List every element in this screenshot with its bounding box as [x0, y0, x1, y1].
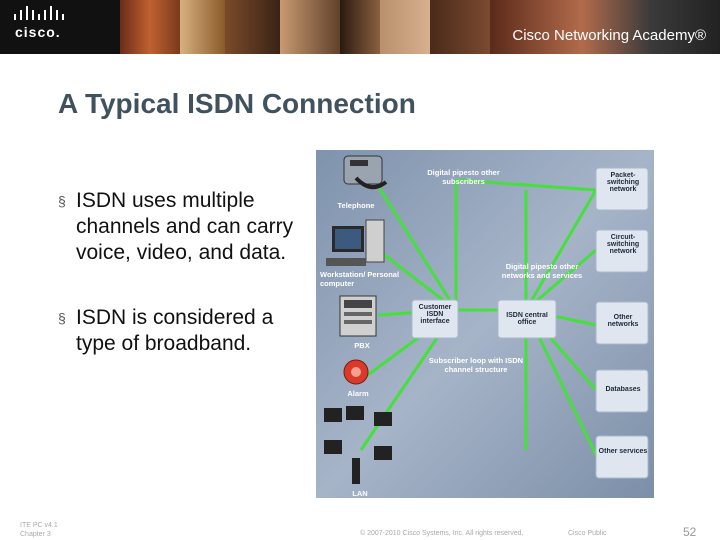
digital-pipes-subscribers-label: Digital pipesto other subscribers — [427, 168, 500, 186]
circuit-switching-label: Circuit-switching network — [606, 234, 640, 255]
bullet-item: § ISDN is considered a type of broadband… — [58, 305, 298, 357]
alarm-icon — [343, 359, 369, 385]
banner-photo — [280, 0, 340, 54]
databases-label: Databases — [605, 386, 641, 393]
workstation-icon — [326, 219, 385, 266]
bullet-text: ISDN uses multiple channels and can carr… — [76, 189, 294, 264]
banner-photo — [180, 0, 225, 54]
pbx-icon — [339, 295, 377, 337]
footer-classification: Cisco Public — [568, 530, 607, 537]
header-banner: cisco. Cisco Networking Academy® — [0, 0, 720, 54]
page-number: 52 — [683, 525, 697, 539]
footer-course-name: ITE PC v4.1 — [20, 522, 58, 529]
workstation-label: Workstation/ Personal computer — [320, 270, 400, 288]
bullet-item: § ISDN uses multiple channels and can ca… — [58, 188, 298, 266]
telephone-icon — [343, 155, 388, 190]
other-networks-box — [595, 301, 649, 345]
banner-photo — [430, 0, 490, 54]
central-office-box — [497, 299, 557, 339]
cisco-logo-text: cisco. — [15, 24, 61, 40]
footer-course: ITE PC v4.1 Chapter 3 — [20, 521, 58, 539]
banner-photo — [380, 0, 430, 54]
banner-photo — [120, 0, 180, 54]
subscriber-loop-label: Subscriber loop with ISDN channel struct… — [428, 356, 524, 374]
packet-switching-label: Packet-switching network — [606, 172, 640, 193]
banner-photo — [225, 0, 280, 54]
lan-label: LAN — [352, 489, 367, 498]
footer-copyright: © 2007-2010 Cisco Systems, Inc. All righ… — [360, 530, 524, 537]
footer-chapter: Chapter 3 — [20, 531, 51, 538]
digital-pipes-networks-label: Digital pipesto other networks and servi… — [501, 262, 583, 280]
telephone-label: Telephone — [338, 201, 375, 210]
other-services-label: Other services — [598, 448, 648, 455]
bullet-marker: § — [58, 310, 66, 326]
databases-box — [595, 369, 649, 413]
circuit-switching-box — [595, 229, 649, 273]
bullet-marker: § — [58, 193, 66, 209]
cisco-logo-icon — [14, 6, 64, 20]
other-networks-label: Other networks — [607, 314, 639, 328]
academy-title: Cisco Networking Academy® — [512, 27, 706, 44]
slide-title: A Typical ISDN Connection — [58, 88, 416, 119]
customer-interface-label: Customer ISDN interface — [418, 304, 452, 325]
isdn-diagram: Telephone Digital pipesto other subscrib… — [316, 150, 654, 498]
central-office-label: ISDN central office — [506, 312, 548, 326]
banner-photo — [340, 0, 380, 54]
alarm-label: Alarm — [347, 389, 369, 398]
banner-photo — [490, 0, 720, 54]
pbx-label: PBX — [354, 341, 369, 350]
bullet-text: ISDN is considered a type of broadband. — [76, 306, 274, 355]
packet-switching-box — [595, 167, 649, 211]
lan-icon — [324, 406, 392, 484]
customer-interface-box — [411, 299, 459, 339]
other-services-box — [595, 435, 649, 479]
